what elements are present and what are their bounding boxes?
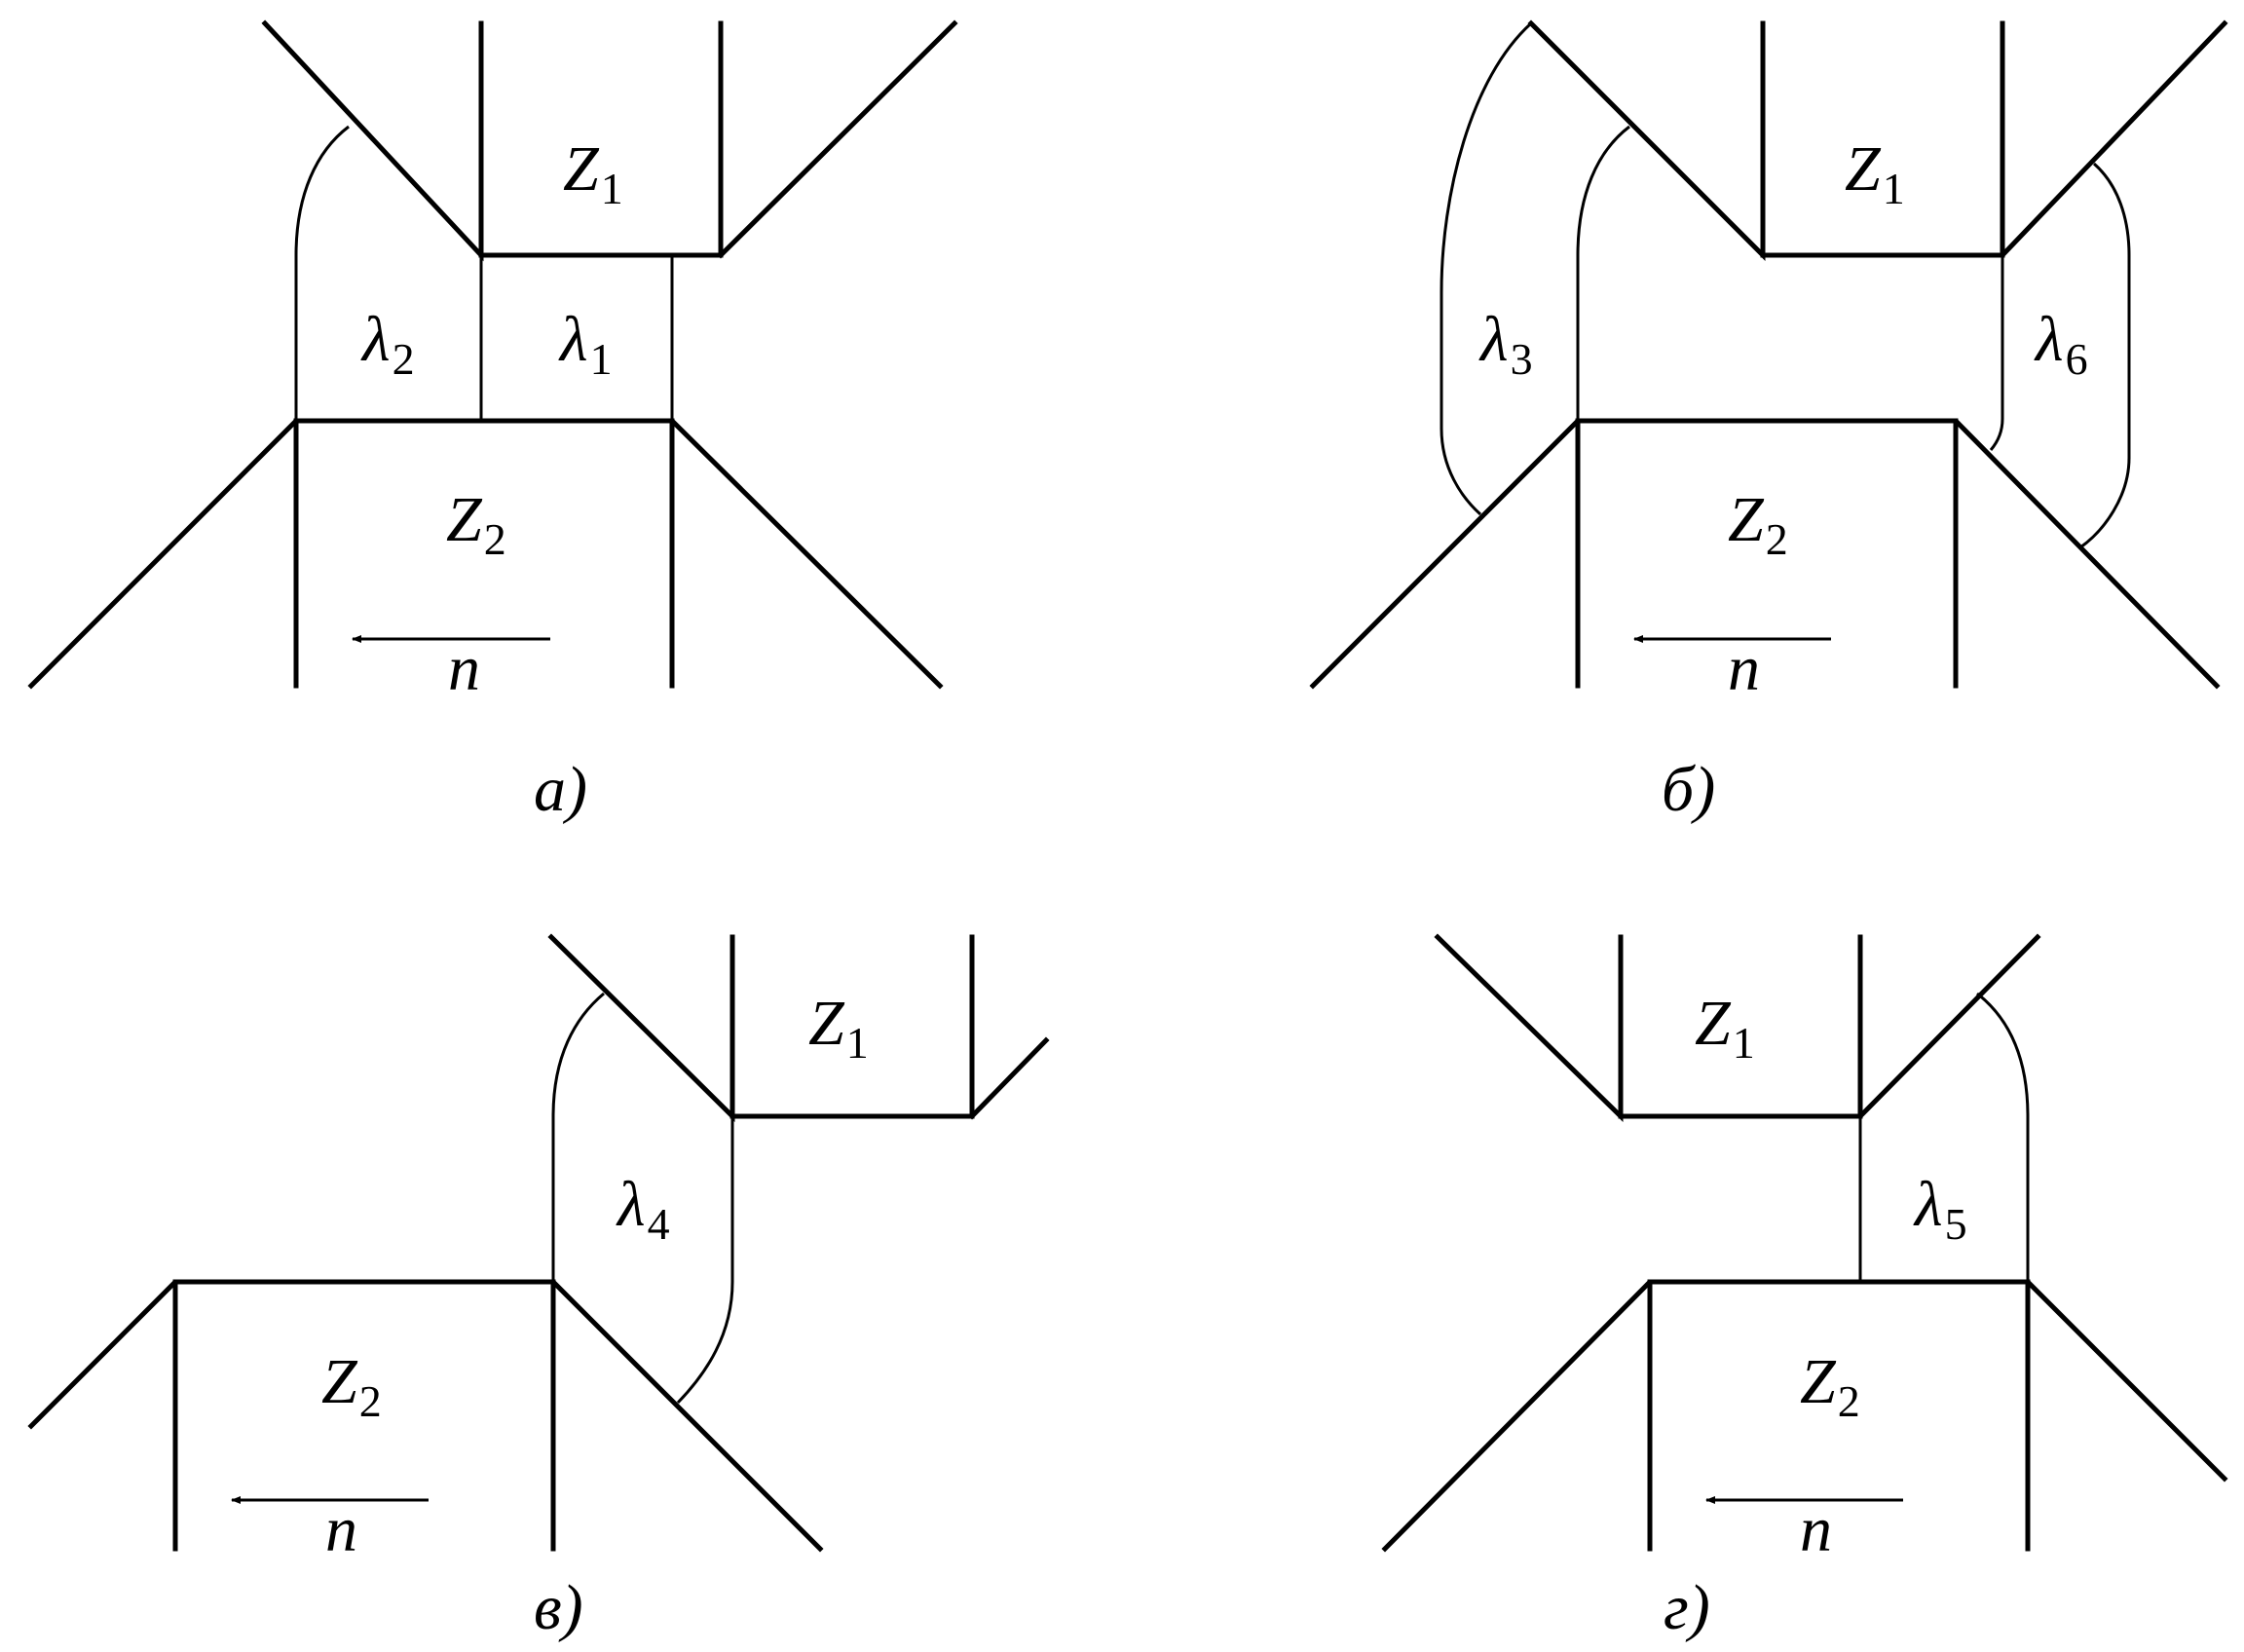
panel-a-zone-z2: Z2	[446, 484, 506, 564]
panel-d-zone-z2: Z2	[1800, 1346, 1860, 1426]
panel-a-zone-z1: Z1	[563, 133, 623, 213]
panel-c-arrow-label: n	[325, 1494, 357, 1565]
panel-c-upper-roll	[547, 933, 1050, 1122]
panel-b-zone-z2: Z2	[1728, 484, 1788, 564]
panel-d-zone-z1: Z1	[1695, 988, 1755, 1068]
panel-c-lower-roll	[27, 1279, 824, 1553]
panel-a-upper-roll	[261, 19, 958, 262]
panel-d-lower-roll	[1381, 1279, 2228, 1553]
panel-b-lambda-3: λ3	[1478, 304, 1533, 384]
panel-a-lower-roll	[27, 418, 944, 690]
panel-b-zone-z1: Z1	[1845, 133, 1905, 213]
panel-b-caption: б)	[1662, 754, 1715, 825]
panel-b-arrow-label: n	[1728, 633, 1760, 704]
panel-d: n Z1 Z2 λ5 г)	[1381, 933, 2228, 1643]
panel-b: n Z1 Z2 λ3 λ6 б)	[1309, 19, 2228, 825]
panel-d-arrow-label: n	[1800, 1494, 1832, 1565]
panel-d-lambda-5: λ5	[1913, 1169, 1967, 1249]
panel-b-contact-zones	[1440, 21, 2131, 549]
panel-d-contact-zones	[1858, 992, 2030, 1282]
panel-a: n Z1 Z2 λ2 λ1 а)	[27, 19, 958, 825]
panel-b-lower-roll	[1309, 418, 2221, 690]
panel-c-zone-z2: Z2	[321, 1346, 382, 1426]
panel-c-zone-z1: Z1	[808, 988, 869, 1068]
panel-a-lambda-1: λ1	[558, 304, 613, 384]
panel-a-lambda-2: λ2	[360, 304, 415, 384]
panel-a-arrow-label: n	[448, 633, 480, 704]
panel-c-lambda-4: λ4	[616, 1169, 670, 1249]
panel-a-caption: а)	[534, 754, 587, 825]
panel-c: n Z1 Z2 λ4 в)	[27, 933, 1050, 1643]
panel-c-caption: в)	[534, 1572, 583, 1643]
panel-d-caption: г)	[1664, 1572, 1710, 1643]
panel-a-contact-zones	[294, 125, 674, 421]
panel-b-lambda-6: λ6	[2034, 304, 2088, 384]
panel-c-contact-zones	[551, 992, 734, 1405]
